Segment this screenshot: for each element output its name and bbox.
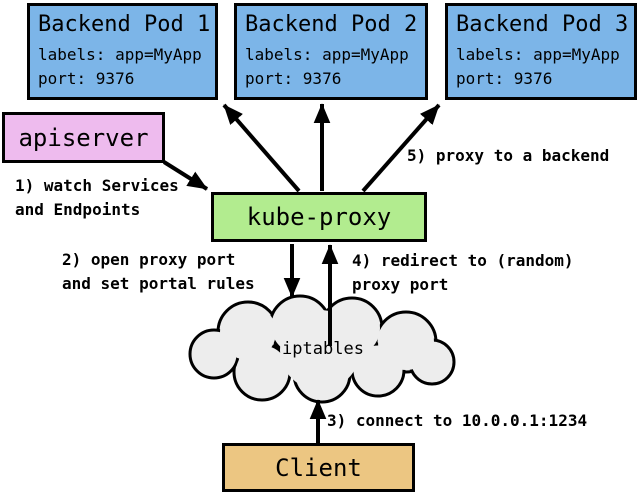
- annotation-step2: 2) open proxy port and set portal rules: [62, 250, 255, 293]
- backend-pod-2-port: port: 9376: [245, 69, 342, 88]
- backend-pod-1-port: port: 9376: [38, 69, 135, 88]
- backend-pod-3-box: Backend Pod 3 labels: app=MyApp port: 93…: [445, 3, 637, 100]
- client-label: Client: [275, 453, 362, 482]
- client-box: Client: [222, 443, 415, 492]
- backend-pod-2-box: Backend Pod 2 labels: app=MyApp port: 93…: [234, 3, 428, 100]
- backend-pod-3-labels: labels: app=MyApp: [456, 45, 620, 64]
- arrow-kube-proxy-to-pod1: [222, 103, 301, 193]
- kube-proxy-box: kube-proxy: [211, 192, 427, 242]
- backend-pod-3-port: port: 9376: [456, 69, 553, 88]
- backend-pod-2-labels: labels: app=MyApp: [245, 45, 409, 64]
- backend-pod-1-labels: labels: app=MyApp: [38, 45, 202, 64]
- annotation-step1: 1) watch Services and Endpoints: [15, 176, 179, 219]
- kube-proxy-label: kube-proxy: [246, 203, 392, 231]
- annotation-step5: 5) proxy to a backend: [407, 146, 610, 165]
- annotation-step3: 3) connect to 10.0.0.1:1234: [327, 411, 588, 430]
- backend-pod-1-box: Backend Pod 1 labels: app=MyApp port: 93…: [27, 3, 218, 100]
- backend-pod-2-title: Backend Pod 2: [245, 12, 418, 37]
- iptables-label: iptables: [282, 339, 364, 359]
- apiserver-box: apiserver: [2, 112, 165, 163]
- apiserver-label: apiserver: [18, 123, 149, 152]
- backend-pod-3-title: Backend Pod 3: [456, 12, 629, 37]
- annotation-step4: 4) redirect to (random) proxy port: [352, 251, 574, 294]
- backend-pod-1-title: Backend Pod 1: [38, 12, 211, 37]
